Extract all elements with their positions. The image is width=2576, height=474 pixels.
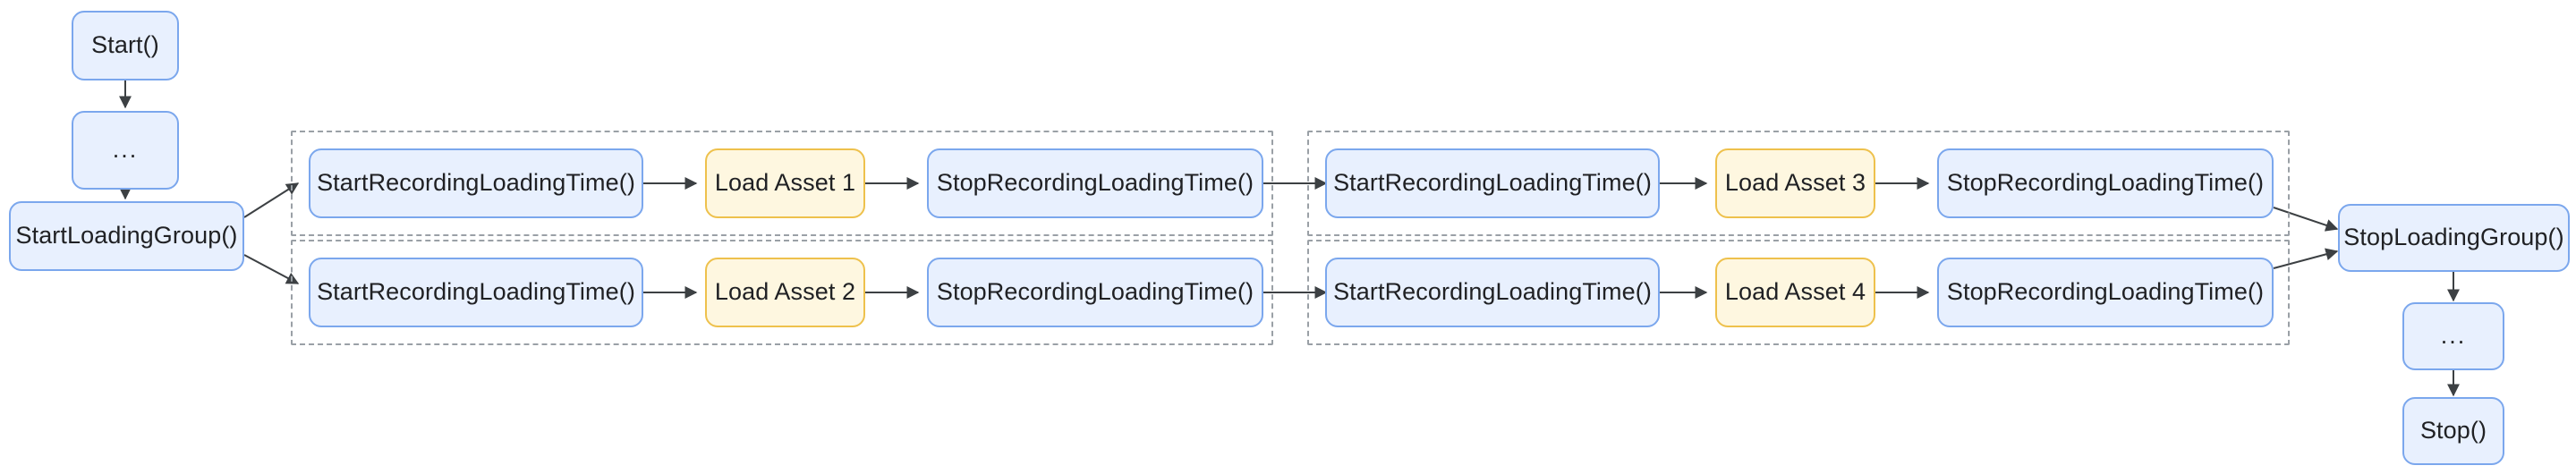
node-stop-loading-group-label: StopLoadingGroup() — [2343, 224, 2564, 251]
node-start[interactable]: Start() — [72, 11, 179, 80]
node-start-loading-group-label: StartLoadingGroup() — [15, 222, 238, 250]
node-g2r2-stop-recording-label: StopRecordingLoadingTime() — [1946, 278, 2265, 306]
node-g2r2-start-recording-label: StartRecordingLoadingTime() — [1333, 278, 1652, 306]
node-ellipsis-top[interactable]: ... — [72, 111, 179, 190]
node-stop-loading-group[interactable]: StopLoadingGroup() — [2338, 204, 2570, 272]
node-g1r2-load-asset[interactable]: Load Asset 2 — [705, 258, 865, 327]
node-g1r1-load-asset-label: Load Asset 1 — [714, 169, 856, 197]
node-ellipsis-top-label: ... — [112, 136, 139, 164]
node-stop[interactable]: Stop() — [2402, 397, 2504, 465]
edge-slg-to-g1r1 — [243, 182, 300, 218]
node-stop-label: Stop() — [2419, 417, 2487, 444]
node-g1r2-start-recording-label: StartRecordingLoadingTime() — [317, 278, 635, 306]
node-ellipsis-bottom-label: ... — [2440, 322, 2467, 350]
node-g2r1-stop-recording[interactable]: StopRecordingLoadingTime() — [1937, 148, 2274, 218]
node-start-label: Start() — [91, 31, 159, 59]
node-start-loading-group[interactable]: StartLoadingGroup() — [9, 201, 244, 271]
node-g2r1-load-asset[interactable]: Load Asset 3 — [1715, 148, 1875, 218]
edge-slg-to-g1r2 — [243, 254, 300, 284]
node-g1r2-stop-recording[interactable]: StopRecordingLoadingTime() — [927, 258, 1263, 327]
node-g2r2-start-recording[interactable]: StartRecordingLoadingTime() — [1325, 258, 1660, 327]
node-g1r2-load-asset-label: Load Asset 2 — [714, 278, 856, 306]
group-1-row-1-box — [291, 131, 1273, 236]
node-g2r1-start-recording-label: StartRecordingLoadingTime() — [1333, 169, 1652, 197]
group-2-row-1-box — [1307, 131, 2290, 236]
node-g1r1-load-asset[interactable]: Load Asset 1 — [705, 148, 865, 218]
node-g1r1-stop-recording-label: StopRecordingLoadingTime() — [936, 169, 1254, 197]
node-g2r1-load-asset-label: Load Asset 3 — [1724, 169, 1866, 197]
node-g2r2-load-asset[interactable]: Load Asset 4 — [1715, 258, 1875, 327]
node-g1r1-stop-recording[interactable]: StopRecordingLoadingTime() — [927, 148, 1263, 218]
node-g1r2-stop-recording-label: StopRecordingLoadingTime() — [936, 278, 1254, 306]
node-g1r2-start-recording[interactable]: StartRecordingLoadingTime() — [309, 258, 643, 327]
node-g2r1-stop-recording-label: StopRecordingLoadingTime() — [1946, 169, 2265, 197]
node-g2r2-stop-recording[interactable]: StopRecordingLoadingTime() — [1937, 258, 2274, 327]
node-g1r1-start-recording-label: StartRecordingLoadingTime() — [317, 169, 635, 197]
node-g1r1-start-recording[interactable]: StartRecordingLoadingTime() — [309, 148, 643, 218]
group-1-row-2-box — [291, 240, 1273, 345]
node-g2r2-load-asset-label: Load Asset 4 — [1724, 278, 1866, 306]
node-ellipsis-bottom[interactable]: ... — [2402, 302, 2504, 370]
group-2-row-2-box — [1307, 240, 2290, 345]
node-g2r1-start-recording[interactable]: StartRecordingLoadingTime() — [1325, 148, 1660, 218]
